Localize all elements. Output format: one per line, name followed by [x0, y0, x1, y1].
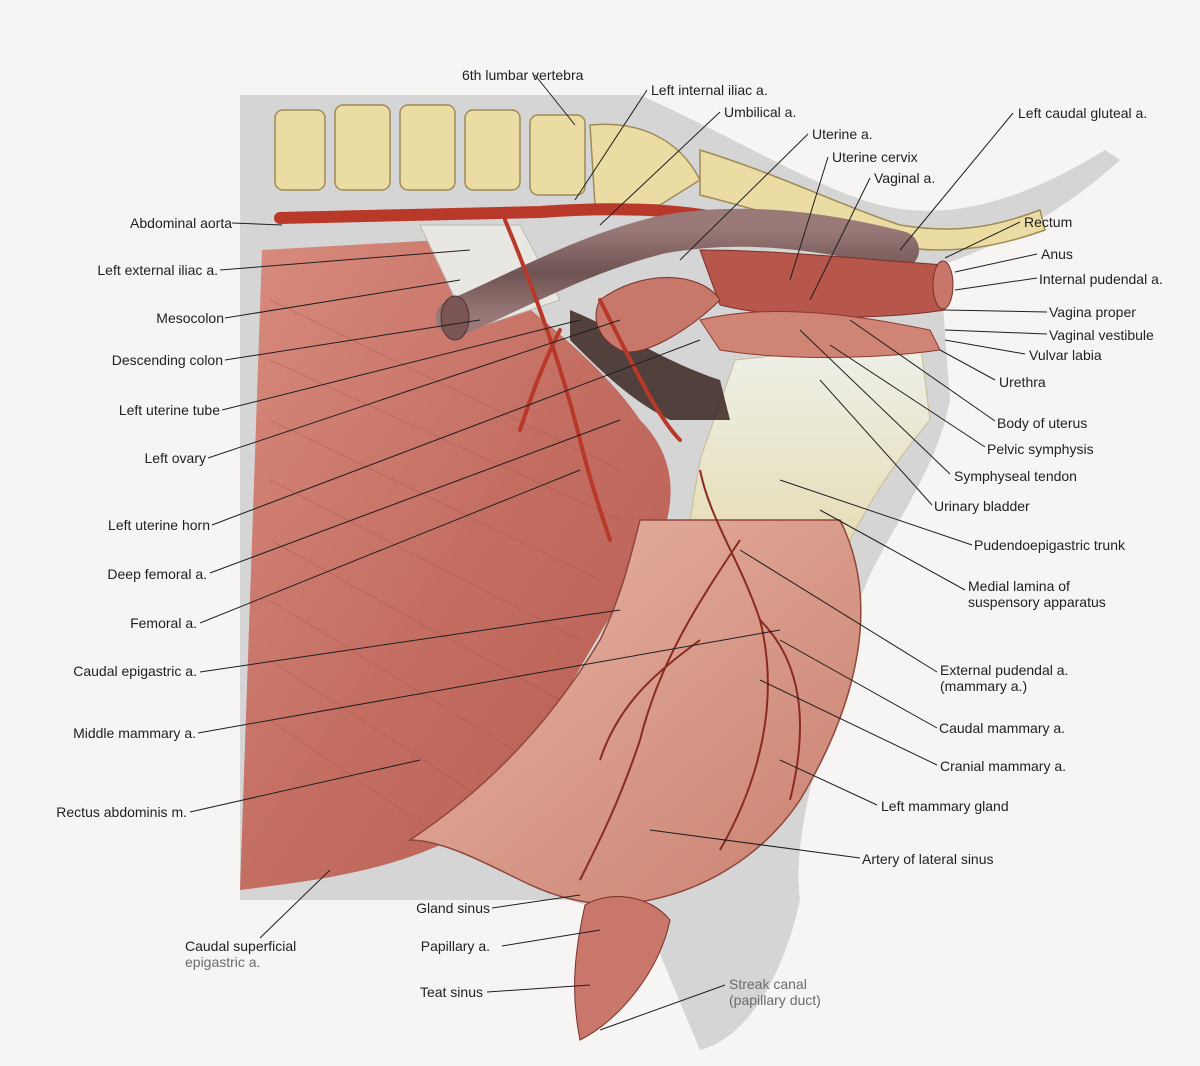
- label-urinary-bladder: Urinary bladder: [934, 498, 1030, 514]
- label-internal-pudendal-artery: Internal pudendal a.: [1039, 271, 1163, 287]
- vaginal-vestibule: [699, 310, 941, 358]
- label-external-pudendal-artery: External pudendal a. (mammary a.): [940, 662, 1068, 694]
- label-gland-sinus: Gland sinus: [416, 900, 490, 916]
- label-artery-of-lateral-sinus: Artery of lateral sinus: [862, 851, 994, 867]
- label-vaginal-vestibule: Vaginal vestibule: [1049, 327, 1154, 343]
- leader-lines: [189, 74, 1048, 1031]
- label-medial-lamina-line2: suspensory apparatus: [968, 594, 1106, 610]
- label-left-external-iliac-artery: Left external iliac a.: [97, 262, 218, 278]
- label-teat-sinus: Teat sinus: [419, 984, 483, 1000]
- label-6th-lumbar-vertebra: 6th lumbar vertebra: [462, 67, 584, 83]
- label-urethra: Urethra: [999, 374, 1046, 390]
- label-left-uterine-tube: Left uterine tube: [118, 402, 220, 418]
- label-streak-canal-line2: (papillary duct): [729, 992, 821, 1008]
- label-femoral-artery: Femoral a.: [130, 615, 197, 631]
- label-pudendoepigastric-trunk: Pudendoepigastric trunk: [974, 537, 1125, 553]
- label-mesocolon: Mesocolon: [156, 310, 224, 326]
- label-rectus-abdominis-muscle: Rectus abdominis m.: [56, 804, 187, 820]
- label-streak-canal-line1: Streak canal: [729, 976, 807, 992]
- label-papillary-artery: Papillary a.: [420, 938, 490, 954]
- label-external-pudendal-line2: (mammary a.): [940, 678, 1028, 694]
- label-left-mammary-gland: Left mammary gland: [881, 798, 1009, 814]
- label-caudal-epigastric-artery: Caudal epigastric a.: [73, 663, 197, 679]
- label-deep-femoral-artery: Deep femoral a.: [107, 566, 207, 582]
- label-uterine-artery: Uterine a.: [812, 126, 873, 142]
- label-caudal-superficial-line2: epigastric a.: [185, 954, 261, 970]
- label-medial-lamina-line1: Medial lamina of: [968, 578, 1070, 594]
- label-anus: Anus: [1041, 246, 1073, 262]
- label-descending-colon: Descending colon: [111, 352, 223, 368]
- label-rectum: Rectum: [1024, 214, 1073, 230]
- teat: [574, 896, 671, 1041]
- label-vaginal-artery: Vaginal a.: [874, 170, 936, 186]
- label-middle-mammary-artery: Middle mammary a.: [73, 725, 196, 741]
- label-left-internal-iliac-artery: Left internal iliac a.: [651, 82, 768, 98]
- label-cranial-mammary-artery: Cranial mammary a.: [940, 758, 1067, 774]
- label-umbilical-artery: Umbilical a.: [724, 104, 797, 120]
- vertebral-column: [274, 104, 1046, 251]
- label-left-ovary: Left ovary: [144, 450, 206, 466]
- label-caudal-superficial-epigastric-artery: Caudal superficial epigastric a.: [185, 938, 296, 970]
- mammary-arteries: [579, 469, 801, 881]
- label-pelvic-symphysis: Pelvic symphysis: [987, 441, 1094, 457]
- descending-colon-tube: [436, 208, 919, 337]
- label-body-of-uterus: Body of uterus: [997, 415, 1088, 431]
- label-medial-lamina: Medial lamina of suspensory apparatus: [968, 578, 1106, 610]
- label-left-uterine-horn: Left uterine horn: [108, 517, 210, 533]
- label-caudal-superficial-line1: Caudal superficial: [185, 938, 297, 954]
- label-caudal-mammary-artery: Caudal mammary a.: [939, 720, 1066, 736]
- label-vulvar-labia: Vulvar labia: [1029, 347, 1102, 363]
- label-left-caudal-gluteal-artery: Left caudal gluteal a.: [1018, 105, 1148, 121]
- muscle-fibers: [269, 299, 621, 851]
- label-abdominal-aorta: Abdominal aorta: [130, 215, 232, 231]
- label-uterine-cervix: Uterine cervix: [832, 149, 918, 165]
- rectus-abdominis-muscle: [240, 240, 671, 890]
- label-streak-canal: Streak canal (papillary duct): [729, 976, 821, 1008]
- label-symphyseal-tendon: Symphyseal tendon: [954, 468, 1077, 484]
- label-vagina-proper: Vagina proper: [1049, 304, 1136, 320]
- uterus: [595, 277, 721, 353]
- mammary-gland: [407, 519, 862, 905]
- label-external-pudendal-line1: External pudendal a.: [940, 662, 1069, 678]
